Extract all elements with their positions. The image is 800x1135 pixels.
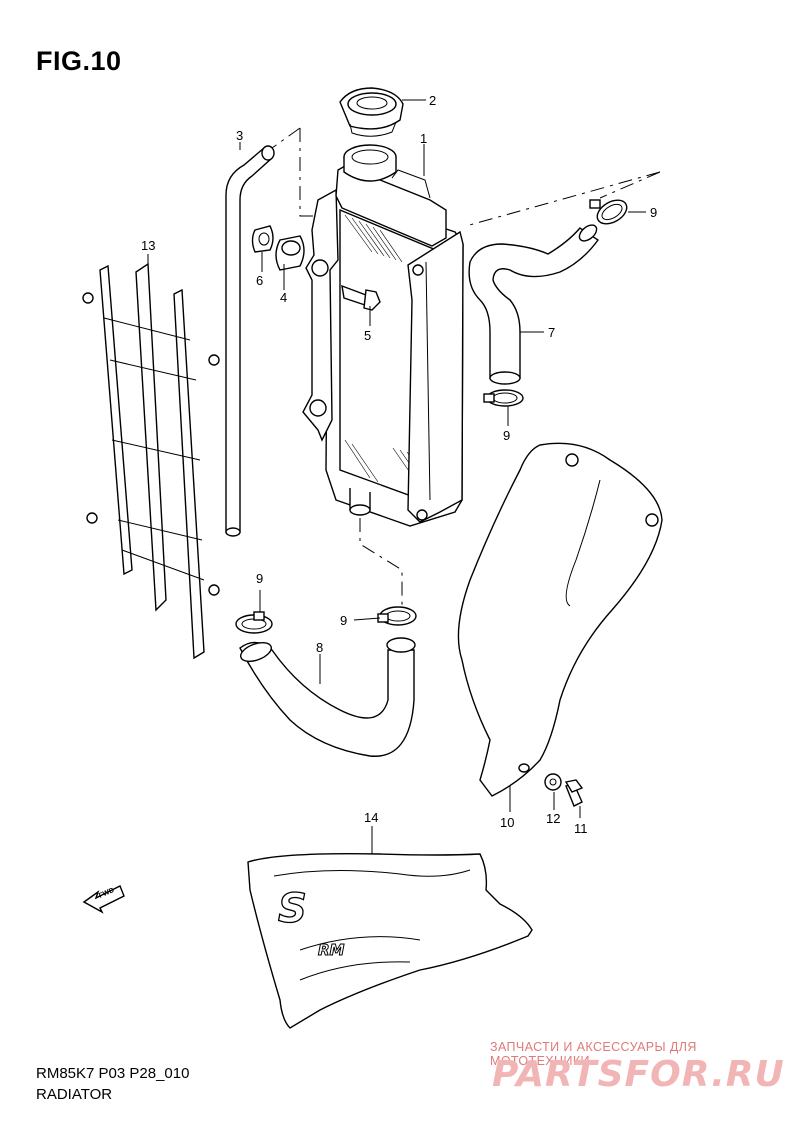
- hose-clamp-part-lower-right[interactable]: [377, 606, 417, 626]
- radiator-part[interactable]: [302, 144, 464, 527]
- radiator-cap-part[interactable]: [339, 87, 404, 137]
- shroud-decal-part[interactable]: S RM: [247, 852, 533, 1029]
- fwd-arrow-icon: FWD: [82, 885, 125, 914]
- overflow-hose-part[interactable]: [225, 145, 275, 537]
- callout-14[interactable]: 14: [364, 810, 378, 825]
- callout-12[interactable]: 12: [546, 811, 560, 826]
- lower-hose-part[interactable]: [238, 637, 416, 757]
- section-name: RADIATOR: [36, 1086, 113, 1103]
- callout-2[interactable]: 2: [429, 93, 436, 108]
- callout-9-lower-left[interactable]: 9: [256, 571, 263, 586]
- callout-6[interactable]: 6: [256, 273, 263, 288]
- figure-title: FIG.10: [36, 46, 122, 76]
- diagram-code: RM85K7 P03 P28_010: [36, 1065, 190, 1082]
- callout-3[interactable]: 3: [236, 128, 243, 143]
- callout-9-upper-left[interactable]: 9: [503, 428, 510, 443]
- radiator-guard-part[interactable]: [82, 262, 220, 660]
- callout-labels: 2 1 3 13 6 4 5 7 9 9 9 9 8 10 12 11 14: [141, 93, 657, 836]
- radiator-cover-part[interactable]: [457, 442, 663, 797]
- hose-clamp-part-lower-left[interactable]: [235, 611, 273, 634]
- callout-13[interactable]: 13: [141, 238, 155, 253]
- callout-1[interactable]: 1: [420, 131, 427, 146]
- cushion-part[interactable]: [275, 235, 305, 271]
- decal-model-text: RM: [318, 941, 345, 959]
- leader-lines: [147, 99, 661, 854]
- washer-part[interactable]: [544, 773, 562, 791]
- decal-brand-letter: S: [278, 886, 307, 932]
- callout-4[interactable]: 4: [280, 290, 287, 305]
- hose-clamp-part-upper-right[interactable]: [589, 195, 631, 228]
- callout-7[interactable]: 7: [548, 325, 555, 340]
- callout-9-lower-right[interactable]: 9: [340, 613, 347, 628]
- upper-hose-part[interactable]: [468, 222, 599, 385]
- callout-5[interactable]: 5: [364, 328, 371, 343]
- watermark-logo: PARTSFOR.RU: [492, 1054, 785, 1095]
- hose-clamp-part-upper-left[interactable]: [483, 389, 524, 407]
- collar-part[interactable]: [251, 225, 274, 253]
- callout-10[interactable]: 10: [500, 815, 514, 830]
- callout-8[interactable]: 8: [316, 640, 323, 655]
- watermark-tagline: ЗАПЧАСТИ И АКСЕССУАРЫ ДЛЯ МОТОТЕХНИКИ: [490, 1040, 697, 1068]
- cover-bolt-part[interactable]: [564, 779, 584, 807]
- callout-11[interactable]: 11: [574, 821, 588, 836]
- bolt-part[interactable]: [341, 284, 381, 311]
- callout-9-upper-right[interactable]: 9: [650, 205, 657, 220]
